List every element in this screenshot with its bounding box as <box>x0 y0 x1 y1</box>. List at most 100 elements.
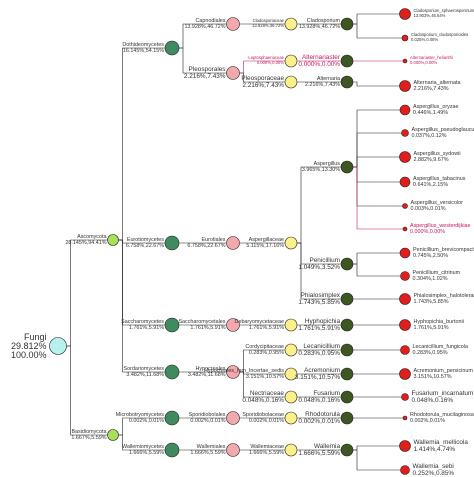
edge-wallemia-w_mellicola <box>353 445 400 451</box>
node-rhodotorula <box>340 411 354 425</box>
node-ascomycota <box>107 234 119 246</box>
node-p_halotolerans <box>399 293 411 305</box>
edge-aspergillaceae-phialosimplex <box>297 242 341 300</box>
edge-pleosporales-pleosporaceae <box>239 72 285 83</box>
edge-dothideomycetes-pleosporales <box>179 47 227 74</box>
node-cladosporium <box>340 17 354 31</box>
edge-aspergillus-a_pseudoglaucus <box>353 132 402 168</box>
node-saccharomycetes <box>164 317 180 333</box>
node-penicillium <box>340 257 354 271</box>
node-pleosporaceae <box>284 75 298 89</box>
edge-aspergillus-a_oryzae <box>353 109 400 168</box>
node-r_mucilaginosa <box>402 415 408 421</box>
edge-ascomycota-dothideomycetes <box>118 47 165 241</box>
edge-basidiomycota-wallemiomycetes <box>118 434 165 451</box>
node-microbotryomycetes <box>164 410 180 426</box>
node-wallemiaceae <box>284 443 298 457</box>
tree-edges <box>66 13 403 471</box>
node-c_cladosporioides <box>401 34 409 42</box>
node-a_salinarum <box>402 58 408 64</box>
node-wallemiomycetes <box>164 442 180 458</box>
node-wallemiales <box>226 443 240 457</box>
node-acremonium <box>340 367 354 381</box>
node-saccharomycetales <box>226 318 240 332</box>
node-eurotiales <box>226 236 240 250</box>
node-debaryomycetaceae <box>284 318 298 332</box>
edge-hypocreales-nectriaceae <box>239 371 285 398</box>
node-w_sebi <box>400 465 410 475</box>
node-w_mellicola <box>399 440 411 452</box>
node-a_tabacinus <box>399 176 411 188</box>
node-f_incarnatum <box>401 393 409 401</box>
tree-nodes <box>49 8 411 475</box>
node-sordariomycetes <box>164 364 180 380</box>
edge-fungi-ascomycota <box>66 239 108 347</box>
edge-ascomycota-sordariomycetes <box>118 239 165 373</box>
edge-aspergillus-a_versicolor <box>353 166 403 207</box>
node-wallemia <box>340 443 354 457</box>
edge-aspergillus-a_sydowii <box>353 156 400 168</box>
edge-aspergillus-a_tabacinus <box>353 166 400 183</box>
node-a_sydowii <box>399 151 411 163</box>
node-alternariaster <box>340 54 354 68</box>
edge-aspergillaceae-aspergillus <box>297 166 341 244</box>
node-hypocreales <box>226 365 240 379</box>
node-phialosimplex <box>340 292 354 306</box>
node-aspergillus <box>340 160 354 174</box>
node-l_fungicola <box>400 345 410 355</box>
node-a_alternata <box>399 80 411 92</box>
node-sporidiobolaceae <box>284 411 298 425</box>
node-fungi <box>49 337 67 355</box>
edge-alternaria-a_alternata <box>353 81 400 87</box>
node-h_burtonii <box>399 319 411 331</box>
edge-penicillium-p_brevicompactum <box>353 252 400 265</box>
edge-cladosporium-c_sphaerospermum <box>353 13 400 25</box>
edge-wallemia-w_sebi <box>353 449 401 471</box>
node-c_sphaerospermum <box>399 8 411 20</box>
node-cordycipitaceae <box>284 343 298 357</box>
node-a_oryzae <box>399 104 411 116</box>
edge-aspergillus-a_westerdijkiae <box>353 166 403 230</box>
edge-penicillium-p_citrinum <box>353 263 401 277</box>
node-aspergillaceae <box>284 236 298 250</box>
node-a_versicolor <box>402 203 408 209</box>
node-leptosphaeriaceae <box>284 54 298 68</box>
